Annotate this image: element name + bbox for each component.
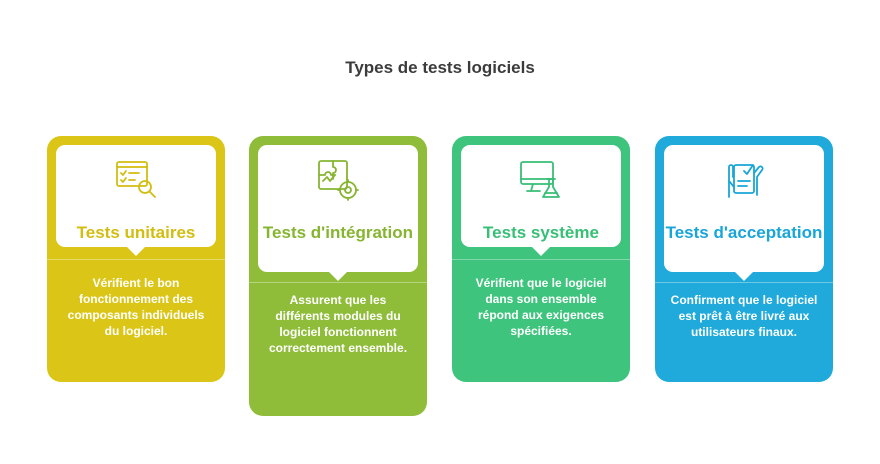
- divider: [655, 282, 833, 283]
- card-header-panel: Tests unitaires: [56, 145, 216, 256]
- card-heading: Tests système: [483, 223, 599, 242]
- divider: [47, 259, 225, 260]
- card-description: Vérifient le bon fonctionnement des comp…: [67, 276, 205, 338]
- card-heading: Tests d'intégration: [262, 223, 414, 242]
- hands-checklist-icon: [728, 164, 764, 198]
- card-description: Vérifient que le logiciel dans son ensem…: [475, 276, 607, 338]
- card-description: Confirment que le logiciel est prêt à êt…: [670, 293, 818, 339]
- callout-pointer: [734, 271, 754, 281]
- card-unit-tests: Tests unitaires Vérifient le bon fonctio…: [47, 136, 225, 382]
- card-acceptance-tests: Tests d'acceptation Confirment que le lo…: [655, 136, 833, 382]
- monitor-flask-icon: [520, 161, 560, 198]
- callout-pointer: [328, 271, 348, 281]
- card-header-panel: Tests d'intégration: [258, 145, 418, 281]
- card-header-panel: Tests système: [461, 145, 621, 256]
- diagram-title: Types de tests logiciels: [345, 58, 535, 77]
- callout-pointer: [126, 246, 146, 256]
- divider: [249, 282, 427, 283]
- checklist-magnifier-icon: [116, 161, 156, 198]
- puzzle-gear-icon: [318, 160, 359, 201]
- card-system-tests: Tests système Vérifient que le logiciel …: [452, 136, 630, 382]
- card-heading: Tests d'acceptation: [665, 223, 823, 242]
- card-description: Assurent que les différents modules du l…: [268, 293, 408, 355]
- card-header-panel: Tests d'acceptation: [664, 145, 824, 281]
- callout-pointer: [531, 246, 551, 256]
- card-heading: Tests unitaires: [76, 223, 196, 242]
- card-integration-tests: Tests d'intégration Assurent que les dif…: [249, 136, 427, 416]
- divider: [452, 259, 630, 260]
